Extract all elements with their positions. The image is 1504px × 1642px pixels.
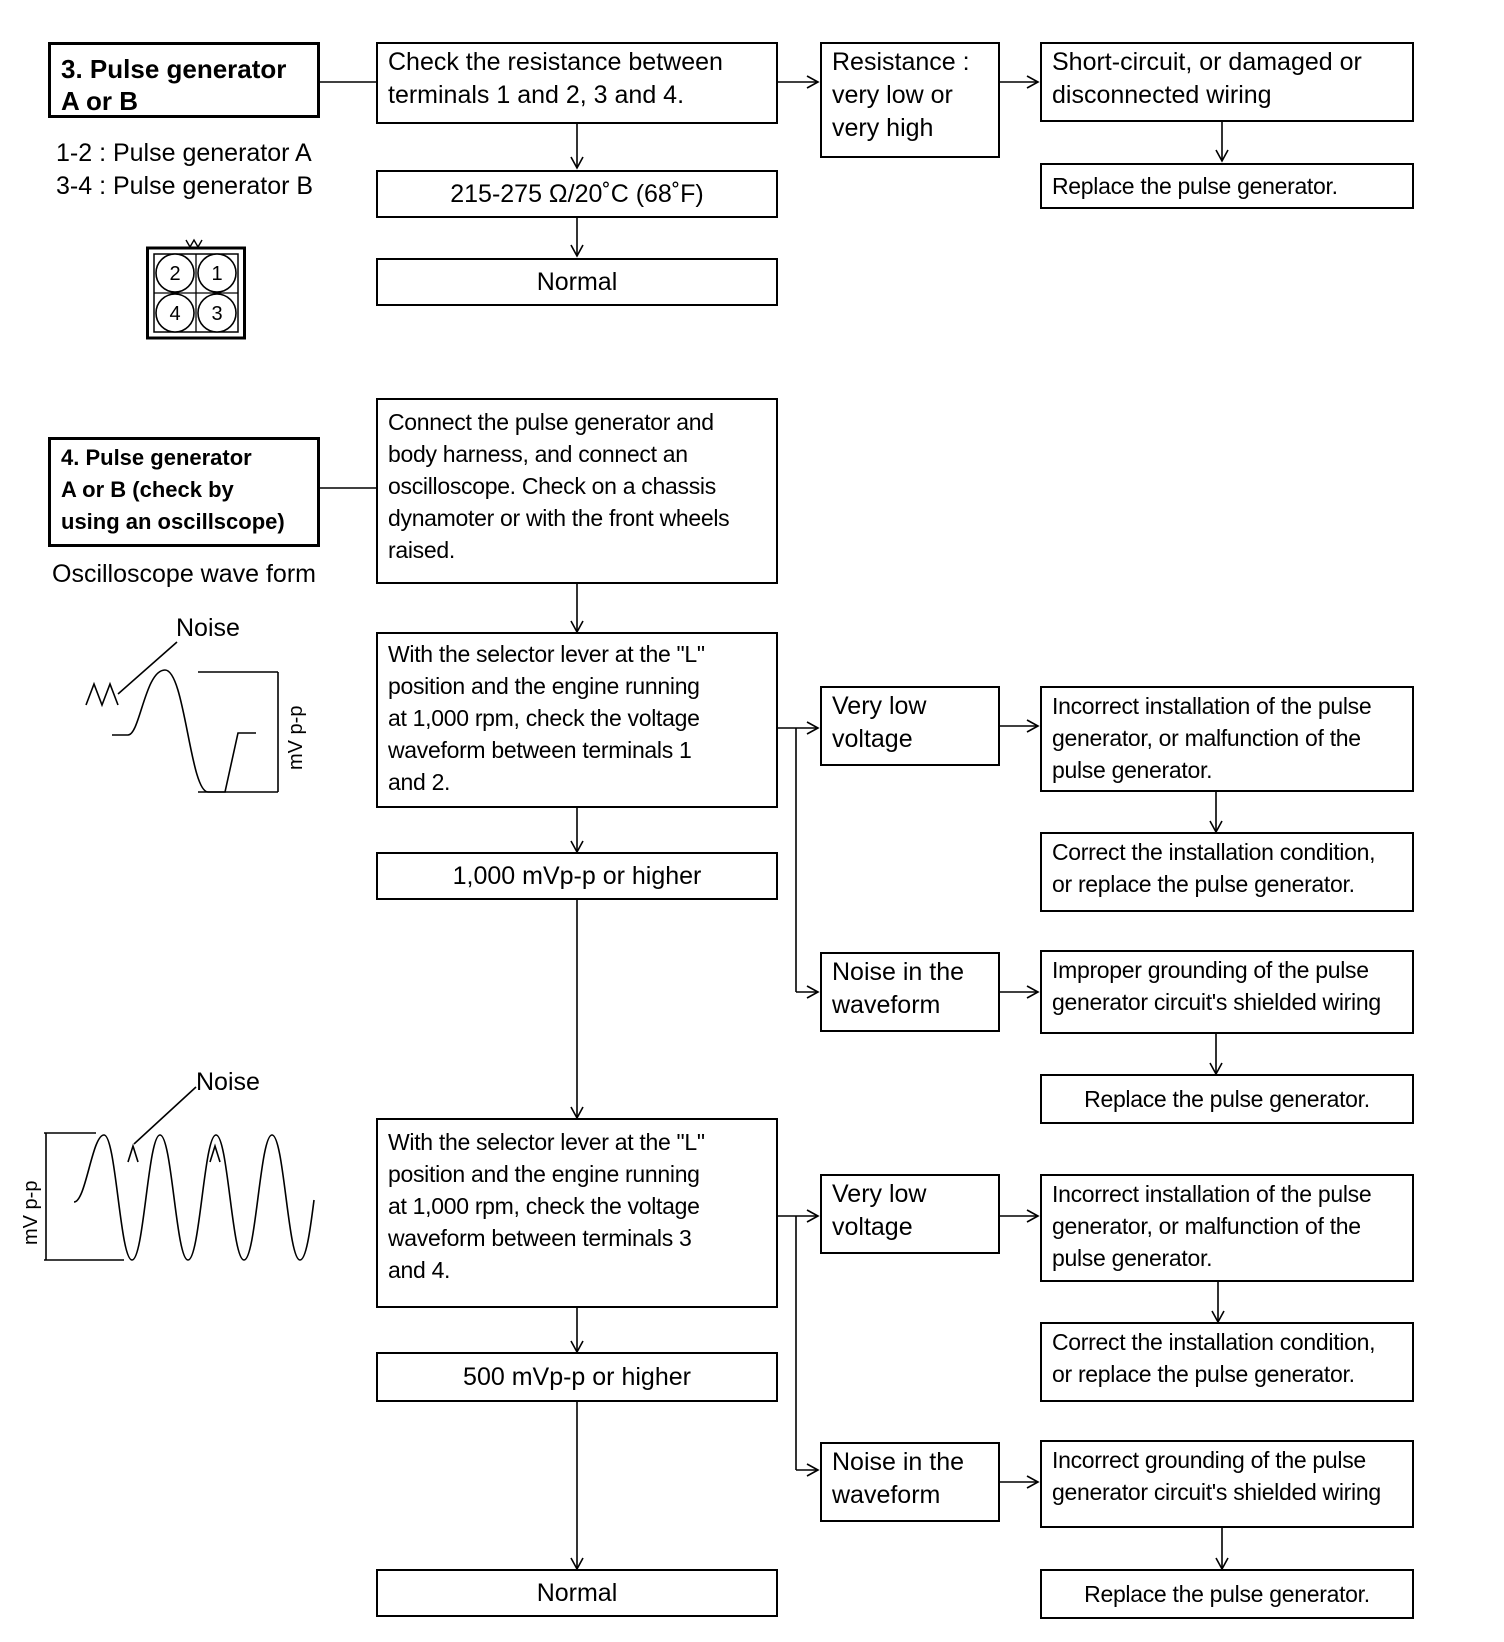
resistance-spec-box: 215-275 Ω/20˚C (68˚F) <box>376 170 778 218</box>
normal-box-4: Normal <box>376 1569 778 1617</box>
correct-installation-box-b: Correct the installation condition, or r… <box>1040 1322 1414 1402</box>
spec-1000mv-box: 1,000 mVp-p or higher <box>376 852 778 900</box>
short-circuit-box: Short-circuit, or damaged or disconnecte… <box>1040 42 1414 122</box>
connect-oscilloscope-box: Connect the pulse generator and body har… <box>376 398 778 584</box>
section4-title: 4. Pulse generator A or B (check by usin… <box>48 437 320 547</box>
replace-pulse-generator-box-b: Replace the pulse generator. <box>1040 1569 1414 1619</box>
noise-label-1: Noise <box>176 614 240 642</box>
noise-leader-line-2 <box>133 1086 197 1145</box>
terminal-1-label: 1 <box>211 263 222 285</box>
connector-pinout-diagram: 2 1 4 3 <box>146 238 246 340</box>
installation-cause-box-b: Incorrect installation of the pulse gene… <box>1040 1174 1414 1282</box>
correct-installation-box-a: Correct the installation condition, or r… <box>1040 832 1414 912</box>
spec-500mv-box: 500 mVp-p or higher <box>376 1352 778 1402</box>
replace-pulse-generator-box-a: Replace the pulse generator. <box>1040 1074 1414 1124</box>
waveform-caption: Oscilloscope wave form <box>52 560 316 588</box>
noise-waveform-box-b: Noise in the waveform <box>820 1442 1000 1522</box>
noise-spike-2b <box>209 1143 221 1163</box>
terminal-3-label: 3 <box>211 303 222 325</box>
grounding-cause-box-b: Incorrect grounding of the pulse generat… <box>1040 1440 1414 1528</box>
noise-spike-2a <box>127 1143 139 1163</box>
waveform-single-pulse <box>112 669 256 793</box>
normal-box-3: Normal <box>376 258 778 306</box>
noise-waveform-box-a: Noise in the waveform <box>820 952 1000 1032</box>
amplitude-label-2: mV p-p <box>20 1180 42 1245</box>
very-low-voltage-box-b: Very low voltage <box>820 1174 1000 1254</box>
check-waveform-1-2-box: With the selector lever at the "L" posit… <box>376 632 778 808</box>
amplitude-label-1: mV p-p <box>285 705 307 770</box>
replace-pulse-generator-box-3: Replace the pulse generator. <box>1040 163 1414 209</box>
installation-cause-box-a: Incorrect installation of the pulse gene… <box>1040 686 1414 792</box>
waveform-noise-spike <box>85 681 119 708</box>
section3-title: 3. Pulse generator A or B <box>48 42 320 118</box>
legend-pulse-generator-b: 3-4 : Pulse generator B <box>56 172 314 200</box>
grounding-cause-box-a: Improper grounding of the pulse generato… <box>1040 950 1414 1034</box>
noise-label-2: Noise <box>196 1068 260 1096</box>
terminal-2-label: 2 <box>169 263 180 285</box>
check-resistance-box: Check the resistance between terminals 1… <box>376 42 778 124</box>
very-low-voltage-box-a: Very low voltage <box>820 686 1000 766</box>
check-waveform-3-4-box: With the selector lever at the "L" posit… <box>376 1118 778 1308</box>
terminal-4-label: 4 <box>169 303 180 325</box>
noise-leader-line-1 <box>117 641 178 695</box>
waveform-sine <box>73 1134 315 1261</box>
legend-pulse-generator-a: 1-2 : Pulse generator A <box>56 139 312 167</box>
resistance-fail-box: Resistance : very low or very high <box>820 42 1000 158</box>
